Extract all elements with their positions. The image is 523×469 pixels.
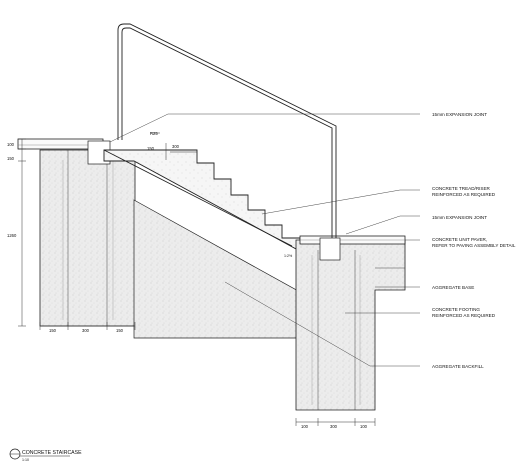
dim-left-base-1: 150 — [49, 328, 57, 333]
dimension-texts: 100 150 1260 R25 150 300 1:2% 150 300 15… — [7, 131, 368, 429]
dim-top-depth: 150 — [7, 156, 15, 161]
dimension-lines — [18, 132, 376, 426]
dim-left-base-3: 150 — [116, 328, 124, 333]
dim-wall-height: 1260 — [7, 233, 17, 238]
handrail — [117, 23, 337, 238]
label-expansion-joint-mid: 15mm EXPANSION JOINT — [432, 215, 487, 220]
label-unit-paver-2: REFER TO PAVING ASSEMBLY DETAIL — [432, 243, 516, 248]
aggregate-backfill — [133, 199, 301, 339]
label-tread-riser-1: CONCRETE TREAD/RISER — [432, 186, 491, 191]
drawing-title: CONCRETE STAIRCASE — [22, 450, 82, 456]
dim-left-base-2: 300 — [82, 328, 90, 333]
label-footing-2: REINFORCED AS REQUIRED — [432, 313, 496, 318]
dim-riser-height: 150 — [147, 146, 155, 151]
bottom-landing-pavers — [299, 235, 406, 261]
dim-right-base-1: 100 — [301, 424, 309, 429]
dim-nosing-slope: 1:2% — [284, 254, 293, 258]
label-aggregate-base: AGGREGATE BASE — [432, 285, 474, 290]
left-foundation-wall — [39, 149, 136, 327]
dim-right-base-3: 100 — [360, 424, 368, 429]
dim-paver-thickness: 100 — [7, 142, 15, 147]
label-unit-paver-1: CONCRETE UNIT PAVER, — [432, 237, 487, 242]
drawing-scale: 1:10 — [22, 458, 29, 462]
label-expansion-joint-top: 15mm EXPANSION JOINT — [432, 112, 487, 117]
title-block: CONCRETE STAIRCASE 1:10 — [9, 448, 82, 462]
right-footing — [295, 239, 406, 411]
dim-tread-width: 300 — [172, 144, 180, 149]
label-footing-1: CONCRETE FOOTING — [432, 307, 480, 312]
callout-leaders — [109, 113, 420, 367]
dim-radius: R25 — [150, 131, 158, 136]
callout-texts: 15mm EXPANSION JOINT CONCRETE TREAD/RISE… — [432, 112, 516, 369]
label-aggregate-backfill: AGGREGATE BACKFILL — [432, 364, 484, 369]
label-tread-riser-2: REINFORCED AS REQUIRED — [432, 192, 496, 197]
dim-right-base-2: 300 — [330, 424, 338, 429]
